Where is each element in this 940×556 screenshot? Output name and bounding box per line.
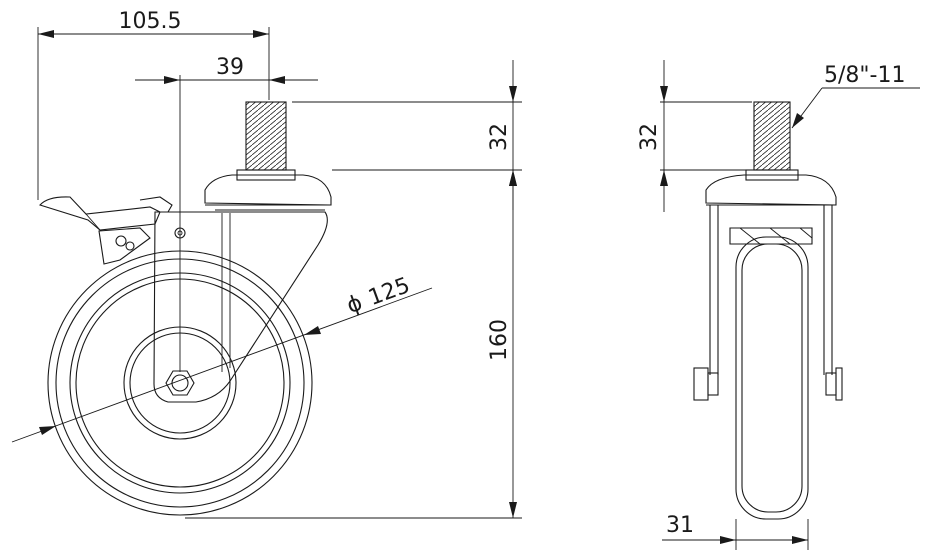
- dim-label-105-5: 105.5: [119, 9, 182, 34]
- dim-height: 160: [185, 170, 522, 519]
- dim-label-thread: 5/8"-11: [824, 63, 905, 88]
- fork-bracket-side: [153, 174, 332, 403]
- dim-label-39: 39: [216, 55, 244, 80]
- dim-wheel-width: 31: [662, 513, 809, 550]
- dim-label-32-side: 32: [487, 123, 512, 151]
- dim-label-160: 160: [487, 319, 512, 361]
- thread-callout: 5/8"-11: [791, 63, 920, 129]
- dim-label-diameter-symbol: ϕ: [344, 290, 366, 318]
- dim-label-31: 31: [666, 513, 694, 538]
- dim-overall-width: 105.5: [37, 9, 270, 200]
- front-view: 32 5/8"-11 31: [637, 60, 920, 550]
- wheel-front: [735, 236, 809, 520]
- dim-label-32-front: 32: [637, 123, 662, 151]
- dim-label-125: 125: [365, 273, 413, 311]
- brake-lever: [39, 196, 173, 265]
- fork-bracket-front: [693, 174, 843, 401]
- side-view: 105.5 39 32 160: [11, 9, 522, 519]
- threaded-stem-front: [745, 101, 799, 181]
- dim-stem-length-front: 32: [637, 60, 752, 212]
- threaded-stem-side: [236, 101, 296, 181]
- dim-stem-offset: 39: [135, 55, 318, 372]
